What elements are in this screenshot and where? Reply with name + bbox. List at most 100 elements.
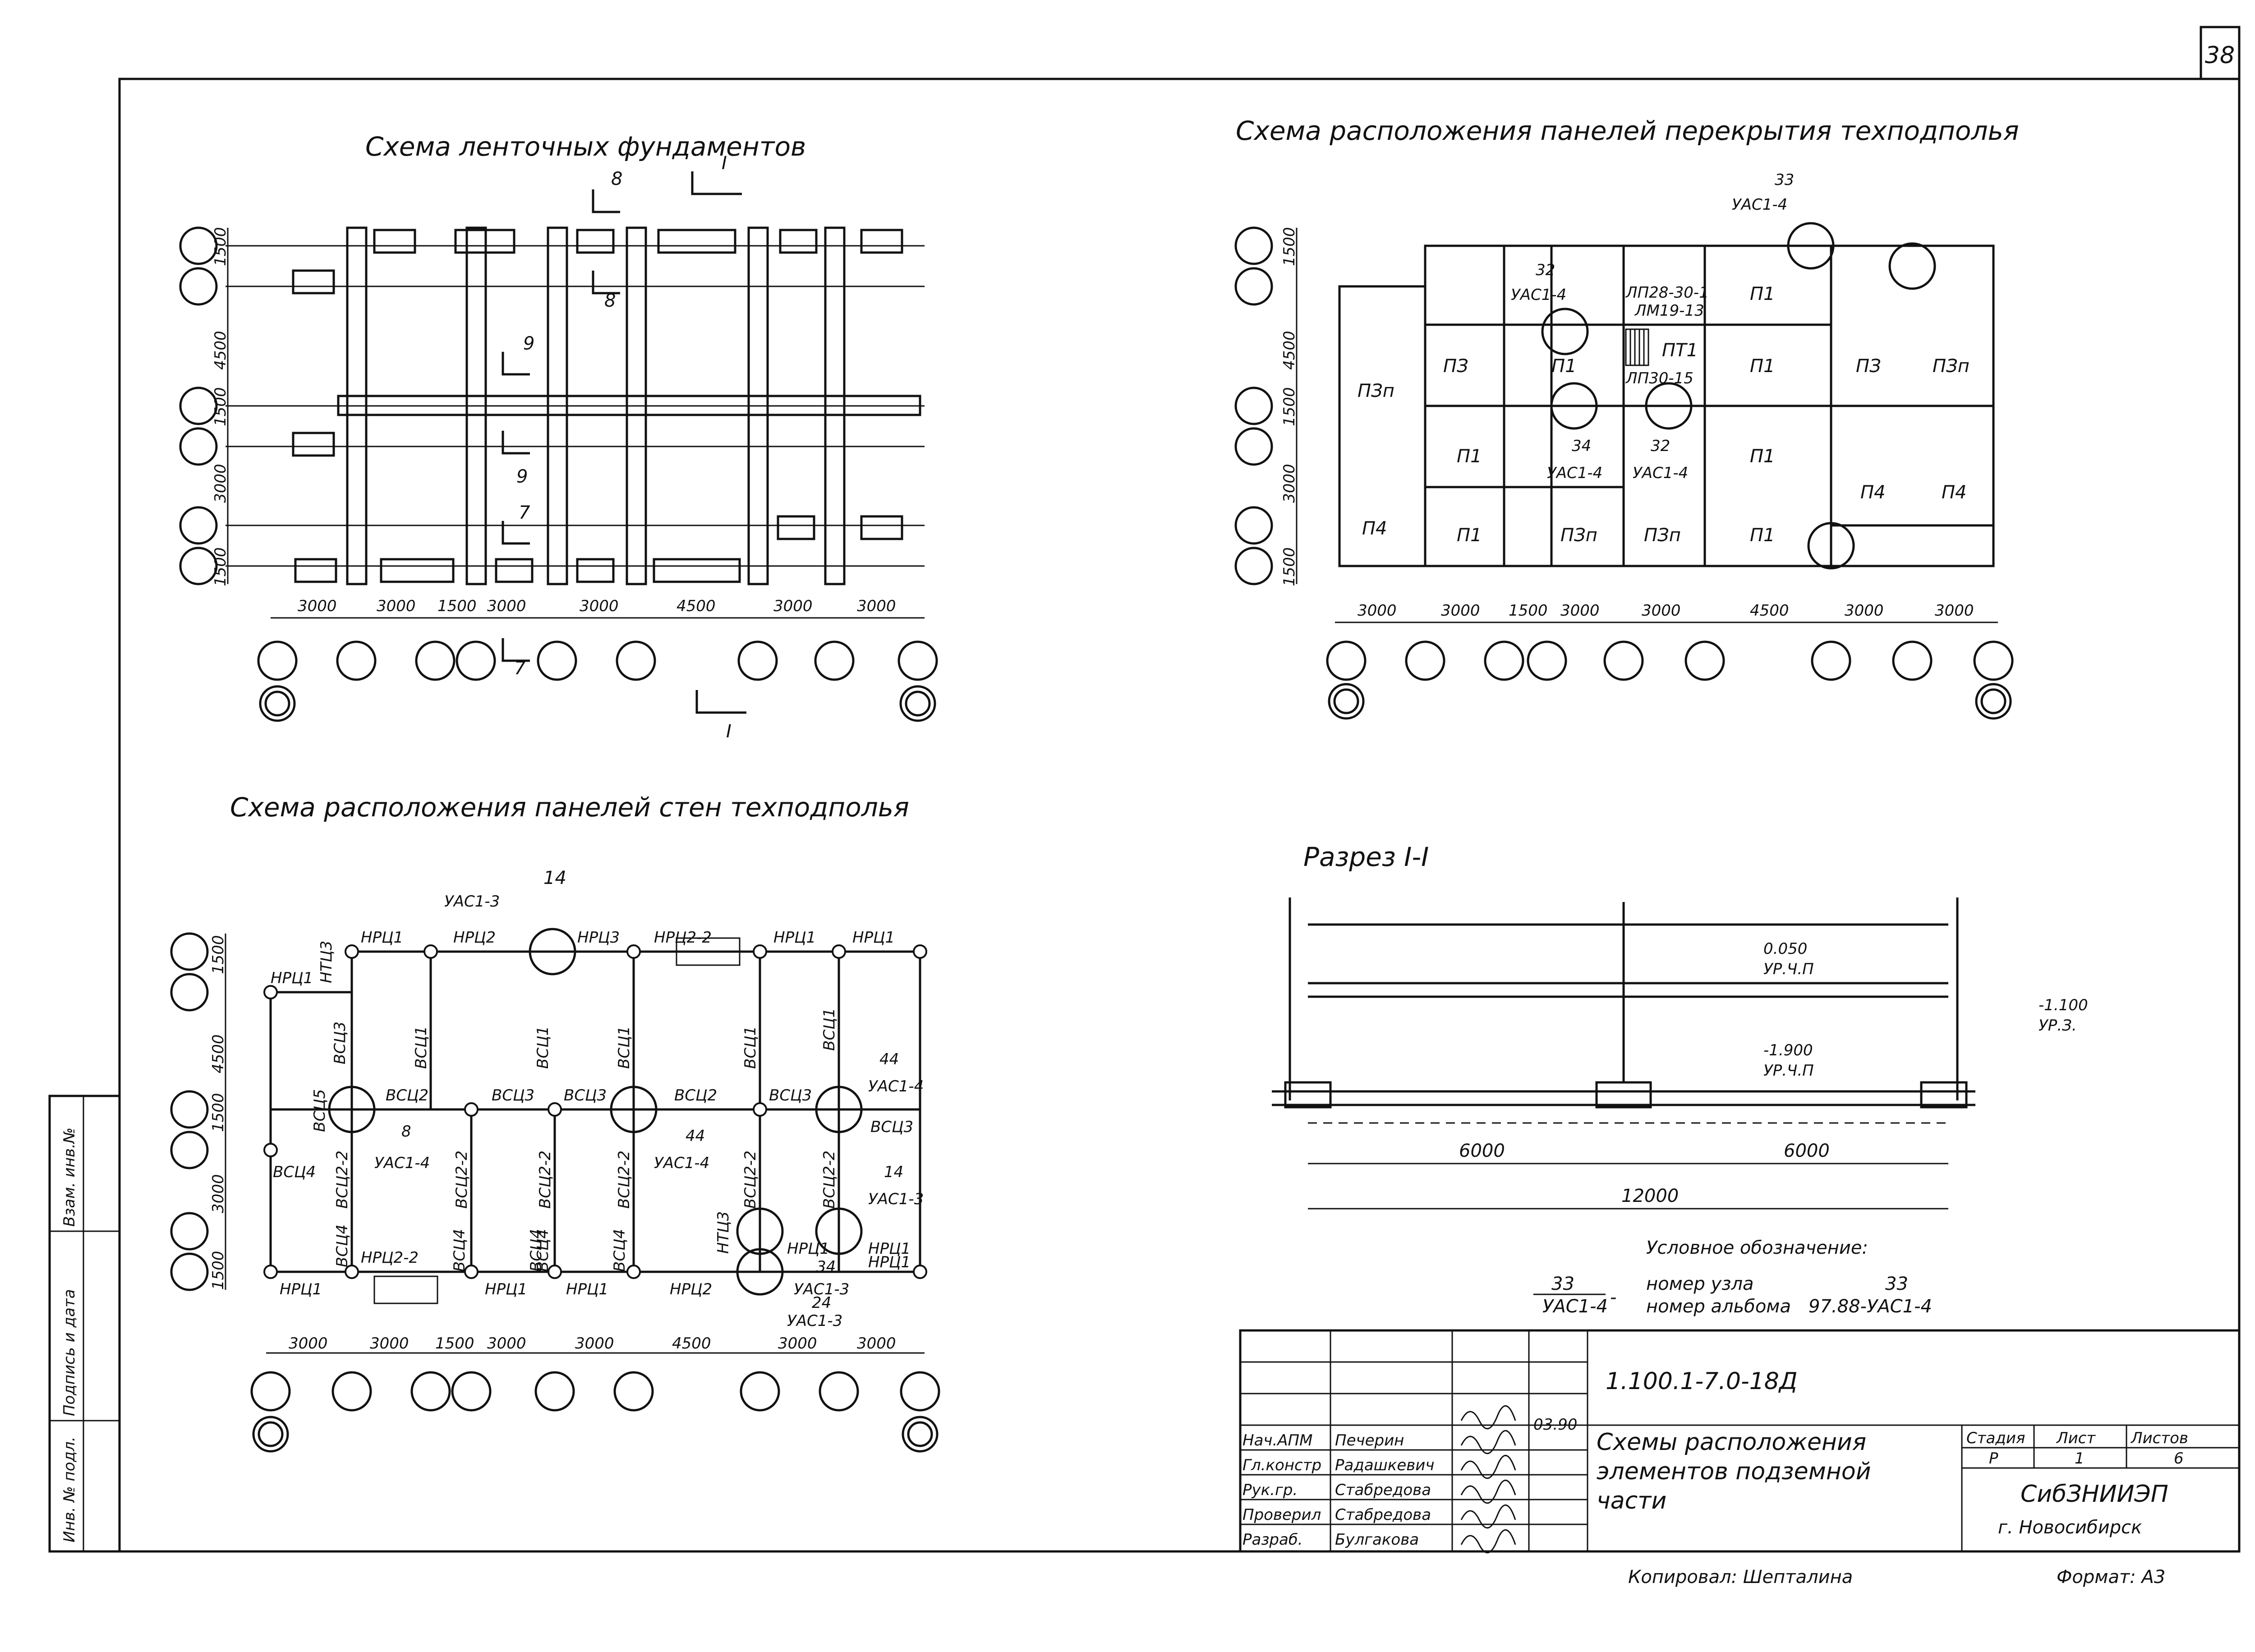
- legend-alb: УАС1-4: [1542, 1296, 1608, 1317]
- wall-top-7: НРЦ1: [852, 929, 895, 947]
- fnd-sec-I-top: I: [722, 153, 727, 174]
- slab-vdim-5: 1500: [1280, 547, 1298, 586]
- slab-dim-6: 4500: [1750, 602, 1789, 620]
- mark3-unit: УР.Ч.П: [1763, 1062, 1814, 1080]
- wall-v-1: ВСЦ1: [412, 1026, 430, 1069]
- fnd-sec-8-bot: 8: [604, 290, 616, 311]
- wall-lbl-nrc1: НРЦ1: [271, 969, 313, 987]
- wnode7-num: 24: [812, 1294, 831, 1312]
- panel-11: П1: [1750, 446, 1775, 467]
- fnd-dim-7: 3000: [773, 597, 813, 615]
- fnd-dim-4: 3000: [487, 597, 526, 615]
- fnd-sec-9-top: 9: [523, 333, 534, 354]
- wall-bot-8: НРЦ1: [868, 1253, 911, 1271]
- fnd-sec-8-top: 8: [611, 169, 622, 189]
- walls-title: Схема расположения панелей стен техподпо…: [230, 792, 909, 823]
- slabs-title: Схема расположения панелей перекрытия те…: [1236, 115, 2019, 146]
- stair-2: ЛМ19-13: [1634, 302, 1704, 320]
- doc-code: 1.100.1-7.0-18Д: [1606, 1368, 1798, 1395]
- wall-top-1: НТЦ3: [318, 941, 336, 983]
- wall-low-12: ВСЦ4: [527, 1229, 545, 1272]
- panel-17: ПЗп: [1644, 525, 1681, 546]
- wall-low-9: ВСЦ2-2: [820, 1150, 838, 1209]
- panel-13: П4: [1942, 482, 1967, 503]
- signatures: [1460, 1405, 1516, 1554]
- wall-bot-3: НРЦ2-2: [361, 1249, 419, 1267]
- wall-v-5: ВСЦ1: [820, 1008, 838, 1051]
- wall-top-5: НРЦ2-2: [654, 929, 712, 947]
- fnd-dim-5: 3000: [580, 597, 619, 615]
- mark2-val: -1.100: [2039, 996, 2088, 1014]
- sect-d2: 6000: [1784, 1141, 1830, 1161]
- wall-v-2: ВСЦ1: [534, 1026, 552, 1069]
- name-4: Стабредова: [1335, 1506, 1431, 1524]
- fnd-sec-9-bot: 9: [516, 466, 528, 487]
- mark1-unit: УР.Ч.П: [1763, 960, 1814, 978]
- wall-mid-7: ВСЦ3: [769, 1086, 812, 1104]
- section-I-I: Разрез I-I 0.050 УР.Ч.П -1.100 УР.З. -1.…: [1272, 842, 2088, 1210]
- legend-l1: номер узла: [1646, 1274, 1754, 1294]
- name-5: Булгакова: [1335, 1531, 1419, 1549]
- date: 03.90: [1533, 1416, 1577, 1434]
- slab-node2-num: 32: [1536, 261, 1555, 279]
- legend-l2: номер альбома: [1646, 1296, 1791, 1317]
- legend-l1v: 33: [1885, 1274, 1908, 1294]
- wall-mid-5: ВСЦ3: [564, 1086, 607, 1104]
- wall-bot-6: НРЦ2: [670, 1280, 712, 1298]
- fnd-dim-3: 1500: [437, 597, 477, 615]
- fnd-vdim-5: 1500: [212, 547, 230, 586]
- walls-plan: Схема расположения панелей стен техподпо…: [170, 792, 940, 1453]
- mark3-val: -1.900: [1763, 1041, 1813, 1059]
- wall-mid-1: ВСЦ3: [331, 1022, 349, 1064]
- slab-node4-alb: УАС1-4: [1633, 464, 1688, 482]
- title-line1: Схемы расположения: [1597, 1429, 1866, 1456]
- stair-1: ЛП28-30-1: [1625, 284, 1709, 302]
- panel-14: П4: [1362, 518, 1387, 539]
- org-name: СибЗНИИЭП: [2020, 1481, 2168, 1508]
- panel-6: П1: [1750, 356, 1775, 377]
- fnd-dim-6: 4500: [676, 597, 716, 615]
- wall-mid-2: ВСЦ5: [311, 1089, 329, 1132]
- wall-bot-1: НРЦ1: [280, 1280, 322, 1298]
- fnd-sec-I-bot: I: [726, 721, 732, 742]
- role-3: Рук.гр.: [1243, 1481, 1298, 1499]
- wall-dim-4: 3000: [487, 1334, 526, 1353]
- format: Формат: А3: [2057, 1567, 2165, 1588]
- wall-dim-2: 3000: [370, 1334, 409, 1353]
- wall-low-7: ВСЦ2-2: [615, 1150, 633, 1209]
- wall-low-13: НТЦ3: [714, 1211, 732, 1254]
- fnd-vdim-2: 4500: [212, 331, 230, 370]
- wnode4-alb: УАС1-4: [868, 1077, 924, 1095]
- panel-15: П1: [1750, 525, 1775, 546]
- slab-node2-alb: УАС1-4: [1511, 286, 1566, 304]
- wall-low-5: ВСЦ2-2: [536, 1150, 554, 1209]
- wall-dim-6: 4500: [672, 1334, 711, 1353]
- wall-vdim-1: 1500: [209, 935, 227, 974]
- wall-low-2: ВСЦ2-2: [333, 1150, 351, 1209]
- wall-low-6: ВСЦ4: [534, 1229, 552, 1272]
- stage-val: Р: [1989, 1450, 1998, 1468]
- sect-total: 12000: [1621, 1186, 1679, 1206]
- slab-dim-8: 3000: [1935, 602, 1974, 620]
- panel-18: П1: [1750, 446, 1775, 467]
- panel-2: ПЗ: [1443, 356, 1468, 377]
- strip-inv-label: Инв. № подл.: [60, 1436, 78, 1542]
- strip-sign-label: Подпись и дата: [60, 1289, 78, 1416]
- slab-node1-num: 33: [1775, 171, 1794, 189]
- sheet-number: 38: [2205, 42, 2235, 69]
- wnode4-num: 44: [879, 1050, 899, 1068]
- wall-low-8: ВСЦ2-2: [741, 1150, 759, 1209]
- slab-dim-7: 3000: [1845, 602, 1884, 620]
- wall-low-11: ВСЦ4: [611, 1229, 629, 1272]
- slab-dim-3: 1500: [1509, 602, 1548, 620]
- wall-dim-7: 3000: [778, 1334, 817, 1353]
- wnode2-alb: УАС1-4: [374, 1154, 430, 1172]
- col-sheet: Лист: [2056, 1429, 2096, 1447]
- slab-node3-num: 34: [1572, 437, 1591, 455]
- fnd-dim-1: 3000: [298, 597, 337, 615]
- slab-vdim-2: 4500: [1280, 331, 1298, 370]
- wnode1-num: 14: [543, 868, 566, 888]
- panel-8: ПЗп: [1933, 356, 1970, 377]
- role-4: Проверил: [1243, 1506, 1321, 1524]
